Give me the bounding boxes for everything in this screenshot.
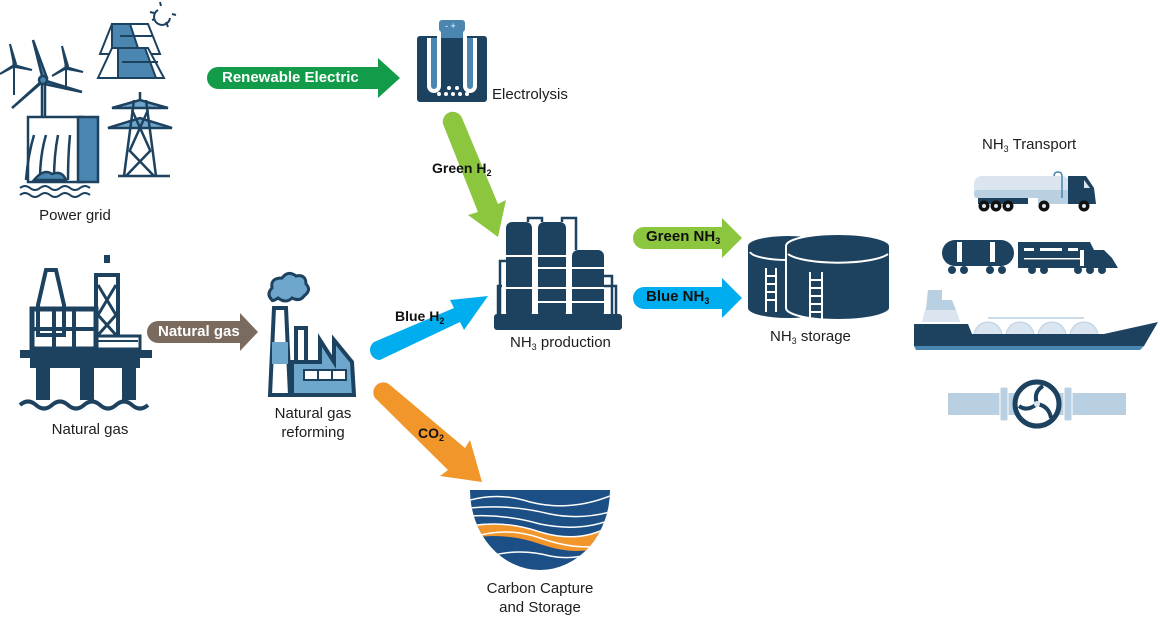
renewable-electric-label: Renewable Electric bbox=[222, 69, 359, 86]
blue-h2-label: Blue H2 bbox=[395, 308, 445, 326]
co2-arrow bbox=[373, 382, 482, 482]
natural-gas-arrow bbox=[147, 313, 258, 351]
green-nh3-arrow bbox=[633, 218, 742, 258]
power-grid-icon bbox=[0, 1, 177, 198]
blue-h2-arrow bbox=[370, 296, 488, 360]
reforming-label: Natural gas reforming bbox=[274, 405, 352, 441]
renewable-electric-arrow bbox=[207, 58, 400, 98]
lng-ship-icon bbox=[914, 290, 1158, 350]
co2-label: CO2 bbox=[418, 425, 445, 443]
train-icon bbox=[942, 240, 1118, 274]
green-h2-label: Green H2 bbox=[432, 160, 492, 178]
carbon-capture-icon bbox=[470, 490, 610, 570]
nh3-production-label: NH3 production bbox=[510, 334, 611, 352]
pipeline-valve-icon bbox=[948, 379, 1126, 429]
electrolysis-label: Electrolysis bbox=[492, 86, 568, 103]
green-nh3-label: Green NH3 bbox=[646, 228, 721, 246]
offshore-rig-icon bbox=[18, 255, 152, 411]
natural-gas-flow-label: Natural gas bbox=[158, 323, 240, 340]
electrolysis-icon: - + bbox=[417, 20, 487, 102]
tanker-truck-icon bbox=[974, 171, 1096, 212]
svg-text:- +: - + bbox=[445, 21, 456, 31]
nh3-production-icon bbox=[494, 216, 622, 330]
power-grid-label: Power grid bbox=[39, 207, 111, 224]
reforming-factory-icon bbox=[267, 271, 357, 397]
nh3-storage-icon bbox=[748, 233, 891, 322]
nh3-transport-label: NH3 Transport bbox=[982, 136, 1077, 154]
nh3-storage-label: NH3 storage bbox=[770, 328, 851, 346]
carbon-capture-label: Carbon Capture and Storage bbox=[486, 580, 594, 616]
green-h2-arrow bbox=[442, 111, 506, 237]
natural-gas-source-label: Natural gas bbox=[51, 421, 129, 438]
blue-nh3-arrow bbox=[633, 278, 742, 318]
blue-nh3-label: Blue NH3 bbox=[646, 288, 710, 306]
